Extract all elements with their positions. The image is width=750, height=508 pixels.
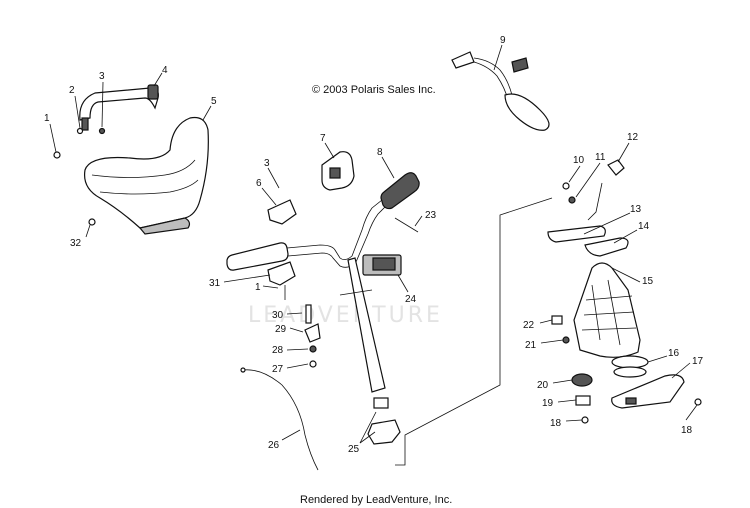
callout-31: 31 (209, 278, 221, 289)
callout-30: 30 (272, 310, 284, 321)
callout-3: 3 (99, 71, 105, 82)
cap-12 (607, 159, 625, 176)
callout-1: 1 (44, 113, 50, 124)
seat-cushion (83, 116, 209, 229)
lanyard-clip (451, 51, 475, 69)
callout-32: 32 (70, 238, 82, 249)
screw-18a (581, 416, 589, 424)
clamp-31 (267, 261, 296, 286)
callout-27: 27 (272, 364, 284, 375)
callout-11: 11 (595, 152, 606, 163)
callout-10: 10 (573, 155, 585, 166)
bushing-20 (571, 373, 593, 387)
clip-19 (575, 395, 591, 406)
callout-16: 16 (668, 348, 680, 359)
callout-17: 17 (692, 356, 704, 367)
callout-13: 13 (630, 204, 642, 215)
plate-14 (584, 237, 629, 257)
nut (98, 127, 106, 135)
pin-30 (305, 304, 312, 324)
callout-24: 24 (405, 294, 417, 305)
callout-8: 8 (377, 147, 383, 158)
callout-9: 9 (500, 35, 506, 46)
slot-17 (625, 397, 637, 405)
block-24-face (372, 257, 396, 271)
callout-6: 6 (256, 178, 262, 189)
ring-16a (611, 355, 649, 369)
bushing-25b (367, 419, 401, 445)
callout-18: 18 (550, 418, 562, 429)
clamp-6 (267, 199, 297, 225)
wrist-strap (504, 93, 550, 131)
left-grip (226, 242, 289, 271)
callout-18-right: 18 (681, 425, 693, 436)
callout-14: 14 (638, 221, 650, 232)
copyright-text: © 2003 Polaris Sales Inc. (312, 84, 436, 96)
steering-post (347, 257, 386, 393)
steering-column-15 (573, 262, 641, 358)
bracket-29 (304, 323, 321, 343)
callout-1-handlebar: 1 (255, 282, 261, 293)
washer (76, 127, 84, 135)
lanyard-assembly (451, 51, 550, 131)
washer-27 (309, 360, 317, 368)
watermark-text: LEADVENTURE (248, 303, 443, 328)
bolt-22 (551, 315, 563, 325)
callout-2: 2 (69, 85, 75, 96)
ring-16b (613, 366, 647, 378)
leader-lines (49, 44, 698, 444)
plate-13 (547, 225, 606, 243)
nut-28 (309, 345, 317, 353)
callouts: 1 2 3 4 5 32 3 6 7 8 23 31 1 24 30 29 28… (44, 35, 704, 455)
throttle-lever (329, 167, 341, 179)
callout-5: 5 (211, 96, 217, 107)
callout-20: 20 (537, 380, 549, 391)
callout-21: 21 (525, 340, 537, 351)
screw-32 (88, 218, 96, 226)
handle-bracket (81, 117, 89, 131)
cable-26 (242, 369, 319, 471)
seat-base (138, 217, 191, 235)
callout-3-handlebar: 3 (264, 158, 270, 169)
callout-19: 19 (542, 398, 554, 409)
callout-22: 22 (523, 320, 535, 331)
bushing-25a (373, 397, 389, 409)
seat-assembly (53, 84, 209, 235)
callout-26: 26 (268, 440, 280, 451)
plate-17 (611, 374, 685, 409)
callout-4: 4 (162, 65, 168, 76)
handlebar-assembly (226, 151, 420, 471)
callout-12: 12 (627, 132, 639, 143)
callout-25: 25 (348, 444, 360, 455)
screw-10 (562, 182, 570, 190)
nut-21 (562, 336, 570, 344)
pivot-assembly (395, 159, 702, 466)
right-grip (380, 172, 420, 210)
callout-23: 23 (425, 210, 437, 221)
grab-handle (79, 87, 159, 121)
screw-18b (694, 398, 702, 406)
footer-text: Rendered by LeadVenture, Inc. (300, 494, 452, 506)
callout-15: 15 (642, 276, 654, 287)
bolt-head (53, 151, 61, 159)
washer-11 (568, 196, 576, 204)
callout-7: 7 (320, 133, 326, 144)
callout-29: 29 (275, 324, 287, 335)
lanyard-key (511, 57, 529, 73)
callout-28: 28 (272, 345, 284, 356)
handle-end-cap (147, 84, 159, 100)
